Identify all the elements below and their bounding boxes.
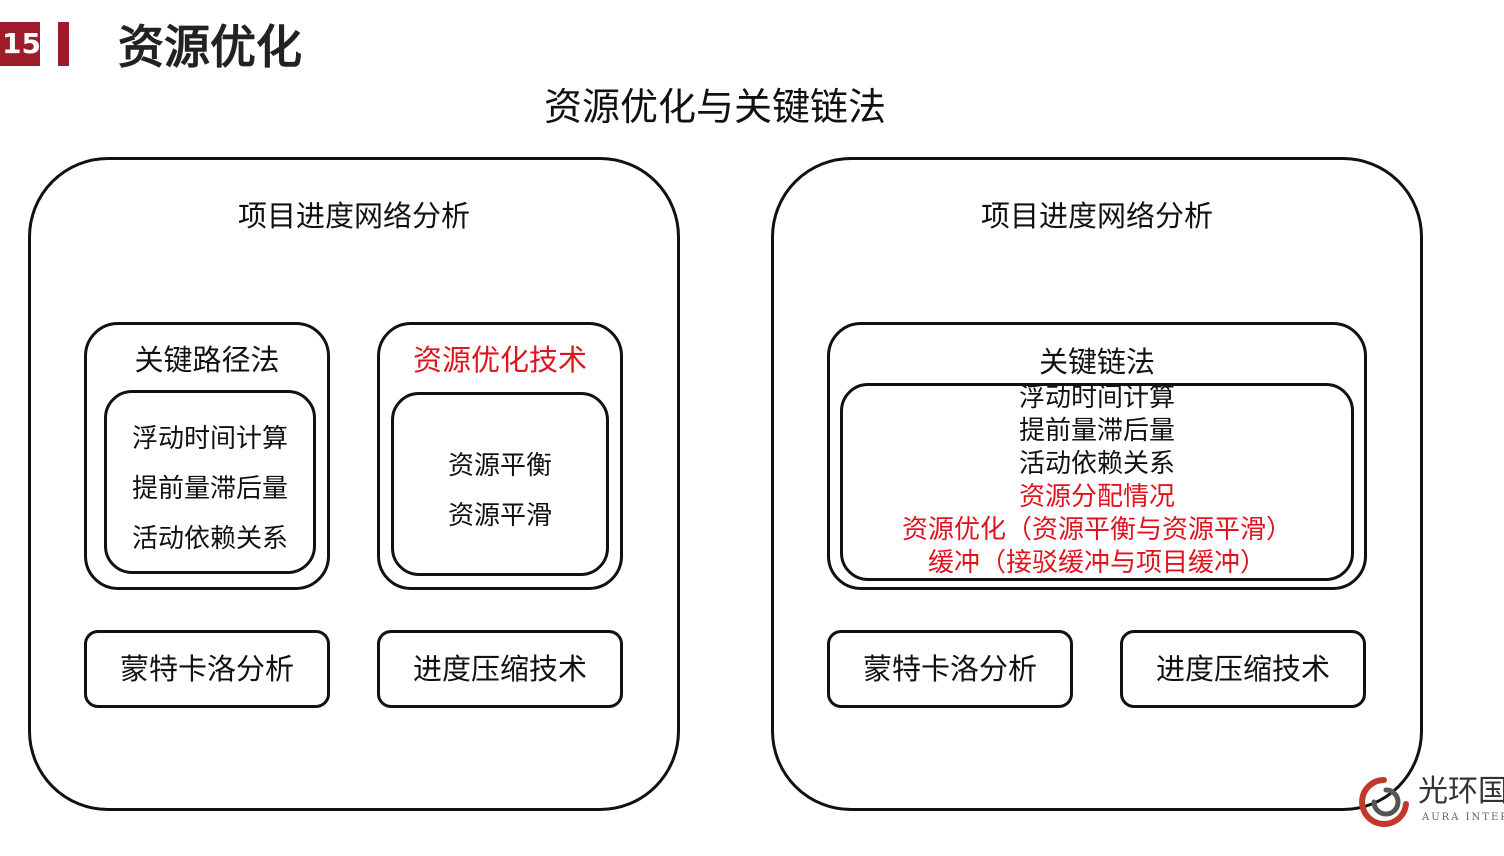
critical-chain-title: 关键链法 — [1038, 345, 1155, 379]
left-panel-title: 项目进度网络分析 — [237, 199, 470, 233]
critical-chain-box — [827, 322, 1367, 590]
list-item: 活动依赖关系 — [131, 524, 288, 554]
resource-optimization-box — [377, 322, 623, 590]
critical-chain-inner-box — [840, 383, 1354, 581]
header-accent-bar — [58, 22, 69, 66]
critical-path-inner-box — [104, 390, 316, 574]
critical-chain-items: 浮动时间计算 提前量滞后量 活动依赖关系 资源分配情况 资源优化（资源平衡与资源… — [840, 382, 1354, 580]
right-panel-title: 项目进度网络分析 — [980, 199, 1213, 233]
left-panel — [28, 157, 680, 811]
left-compression-box: 进度压缩技术 — [377, 630, 623, 708]
list-item: 资源分配情况 — [1018, 482, 1175, 512]
resource-optimization-title: 资源优化技术 — [412, 343, 587, 377]
list-item: 资源优化（资源平衡与资源平滑） — [901, 515, 1292, 545]
list-item: 提前量滞后量 — [131, 474, 288, 504]
right-compression-box: 进度压缩技术 — [1120, 630, 1366, 708]
list-item: 提前量滞后量 — [1018, 416, 1175, 446]
list-item: 缓冲（接驳缓冲与项目缓冲） — [927, 548, 1266, 578]
page-title: 资源优化 — [118, 20, 302, 74]
logo-subtext: AURA INTERNA — [1422, 812, 1504, 823]
logo-text: 光环国 — [1418, 774, 1504, 809]
diagram-subtitle: 资源优化与关键链法 — [543, 85, 886, 129]
list-item: 资源平衡 — [447, 451, 552, 481]
list-item: 浮动时间计算 — [131, 424, 288, 454]
list-item: 资源平滑 — [447, 501, 552, 531]
left-monte-carlo-box: 蒙特卡洛分析 — [84, 630, 330, 708]
right-monte-carlo-box: 蒙特卡洛分析 — [827, 630, 1073, 708]
resource-optimization-inner-box — [391, 392, 609, 576]
aura-logo-icon — [1359, 777, 1409, 827]
list-item: 活动依赖关系 — [1018, 449, 1175, 479]
right-panel — [771, 157, 1423, 811]
resource-optimization-items: 资源平衡 资源平滑 — [391, 441, 609, 541]
list-item: 浮动时间计算 — [1018, 383, 1175, 413]
slide-number-badge: 15 — [0, 22, 41, 66]
critical-path-items: 浮动时间计算 提前量滞后量 活动依赖关系 — [104, 414, 316, 564]
critical-path-box — [84, 322, 330, 590]
critical-path-title: 关键路径法 — [134, 343, 280, 377]
